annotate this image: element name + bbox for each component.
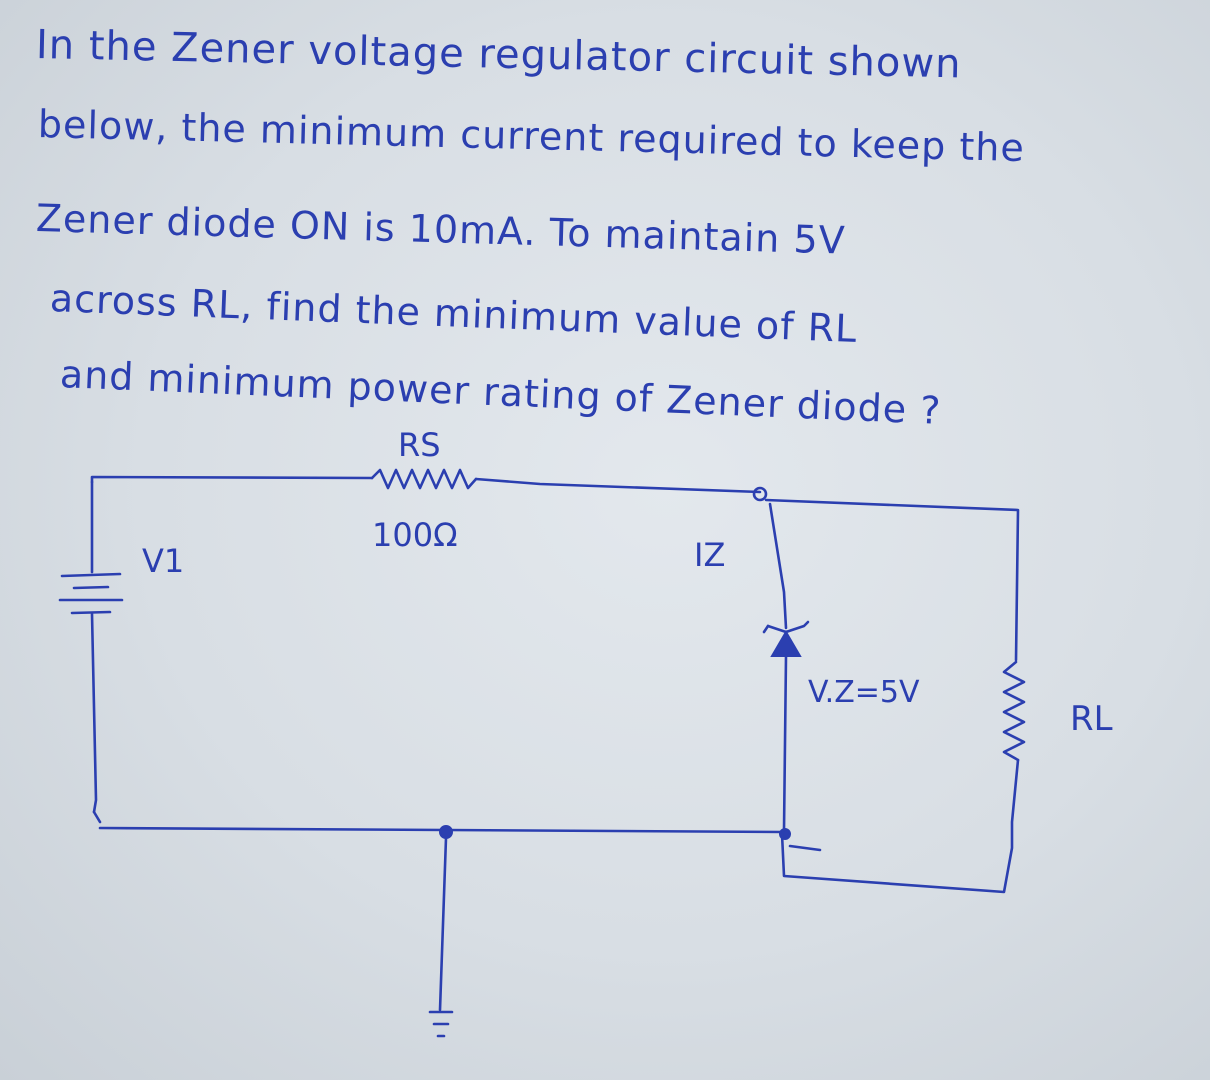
label-vz: V.Z=5V — [808, 675, 920, 710]
label-iz: IZ — [694, 536, 725, 574]
node-top — [752, 486, 768, 502]
wire-left-lower — [90, 612, 98, 814]
resistor-rl — [1002, 660, 1026, 762]
node-ground — [439, 825, 453, 839]
label-rs-value: 100Ω — [372, 516, 458, 554]
zener-cathode-bar — [766, 620, 810, 634]
wire-top-right — [474, 477, 762, 494]
label-v1: V1 — [142, 542, 184, 580]
label-rs: RS — [398, 426, 441, 464]
battery-plate-2 — [72, 585, 110, 590]
wire-zener-top — [768, 502, 788, 630]
zener-diode-triangle — [770, 630, 802, 657]
battery-plate-1 — [60, 572, 122, 578]
wire-load-bottom — [780, 758, 1020, 894]
zener-cathode-hook — [762, 624, 770, 634]
wire-top-left — [90, 475, 374, 484]
wire-ground — [438, 836, 448, 1012]
wire-bottom-extension — [788, 844, 822, 852]
wire-to-load-top — [764, 498, 1020, 662]
wire-left-tick — [92, 810, 102, 824]
label-rl: RL — [1070, 699, 1113, 739]
battery-plate-4 — [70, 610, 112, 615]
wire-zener-bottom — [782, 654, 788, 832]
resistor-rs — [370, 468, 478, 490]
